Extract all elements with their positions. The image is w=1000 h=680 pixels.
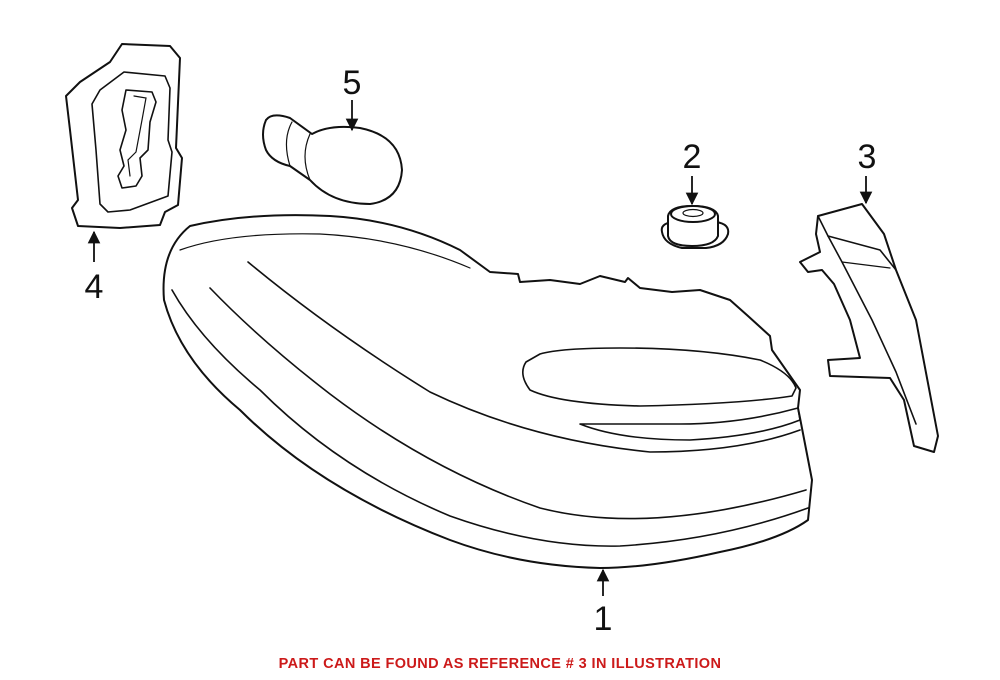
part-1-tail-light (162, 214, 813, 569)
part-3-bracket (799, 203, 939, 453)
part-5-bulb (262, 114, 403, 205)
callout-label-1: 1 (593, 600, 613, 638)
reference-note: PART CAN BE FOUND AS REFERENCE # 3 IN IL… (278, 656, 722, 672)
callout-label-3: 3 (857, 138, 877, 176)
callout-label-4: 4 (84, 268, 104, 306)
part-4-bulb-holder (65, 43, 183, 229)
callout-label-5: 5 (342, 64, 362, 102)
callout-label-2: 2 (682, 138, 702, 176)
part-2-grommet (660, 205, 730, 249)
